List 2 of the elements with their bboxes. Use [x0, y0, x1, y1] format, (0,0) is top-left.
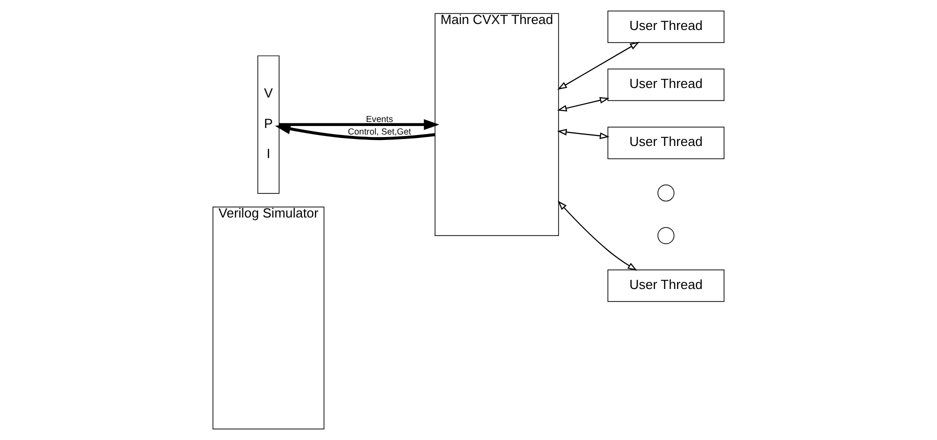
edge-label: Events: [366, 114, 393, 124]
edge-label: Control, Set,Get: [348, 126, 412, 137]
